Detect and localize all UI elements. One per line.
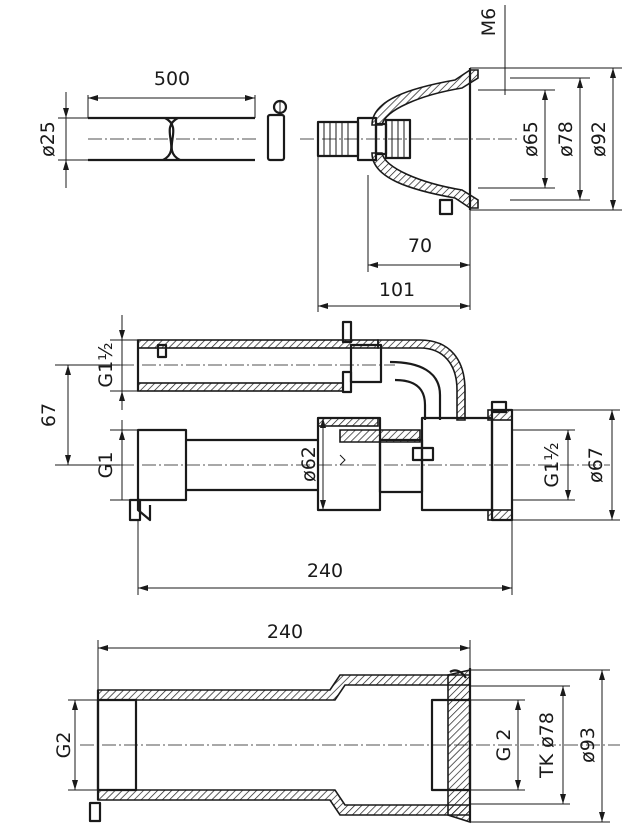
- hose-segment: [88, 116, 258, 162]
- dimension-240-bottom: 240: [97, 621, 471, 690]
- dimension-240-bottom-label: 240: [267, 621, 303, 643]
- dimension-d67-label: ø67: [585, 447, 607, 483]
- bottom-view: 240 G2 G 2 TK ø78: [53, 621, 620, 824]
- dimension-right-bottom: G 2 TK ø78 ø93: [470, 669, 610, 823]
- dimension-g1: G1: [95, 420, 138, 501]
- dimension-240-middle: 240: [137, 520, 513, 595]
- dimension-d62-label: ø62: [298, 446, 320, 482]
- dimension-diameters-top: ø65 ø78 ø92: [478, 67, 622, 211]
- hose-clip: [266, 99, 288, 162]
- dimension-d93-label: ø93: [577, 727, 599, 763]
- dimension-500: 500: [87, 68, 256, 118]
- dimension-m6: M6: [478, 5, 512, 95]
- elbow-pipe: [377, 339, 466, 421]
- dimension-g1-label: G1: [95, 452, 117, 479]
- dimension-m6-label: M6: [478, 8, 500, 36]
- cap-shell: [300, 67, 520, 216]
- dimension-240-middle-label: 240: [307, 560, 343, 582]
- dimension-500-label: 500: [154, 68, 190, 90]
- dimension-tk78-label: TK ø78: [536, 712, 558, 779]
- dimension-d62: ø62: [298, 417, 330, 511]
- dimension-67-offset: 67: [38, 364, 120, 466]
- upper-pipe: [120, 320, 395, 394]
- dimension-depths: 70 101: [317, 156, 471, 312]
- dimension-d25: ø25: [37, 92, 88, 188]
- dimension-g2-left-label: G2: [53, 732, 75, 759]
- dimension-d65-label: ø65: [520, 121, 542, 157]
- dimension-g1-5-right-label: G1½: [541, 442, 563, 487]
- top-view: 500 ø25 M6 ø65: [37, 5, 622, 312]
- dimension-g1-5-left: G1½: [95, 315, 138, 410]
- dimension-70-label: 70: [408, 235, 432, 257]
- dimension-d78-label: ø78: [555, 121, 577, 157]
- dimension-d25-label: ø25: [37, 121, 59, 157]
- lower-body: [120, 400, 610, 522]
- dimension-d92-label: ø92: [588, 121, 610, 157]
- dimension-101-label: 101: [379, 279, 415, 301]
- dimension-g2-left: G2: [53, 699, 98, 791]
- dimension-g2-right-label: G 2: [493, 729, 515, 762]
- dimension-right-middle: G1½ ø67: [512, 409, 620, 521]
- dimension-67-offset-label: 67: [38, 403, 60, 427]
- middle-view: G1½ 67 G1 ø62: [38, 315, 620, 595]
- sleeve-body: [80, 668, 620, 824]
